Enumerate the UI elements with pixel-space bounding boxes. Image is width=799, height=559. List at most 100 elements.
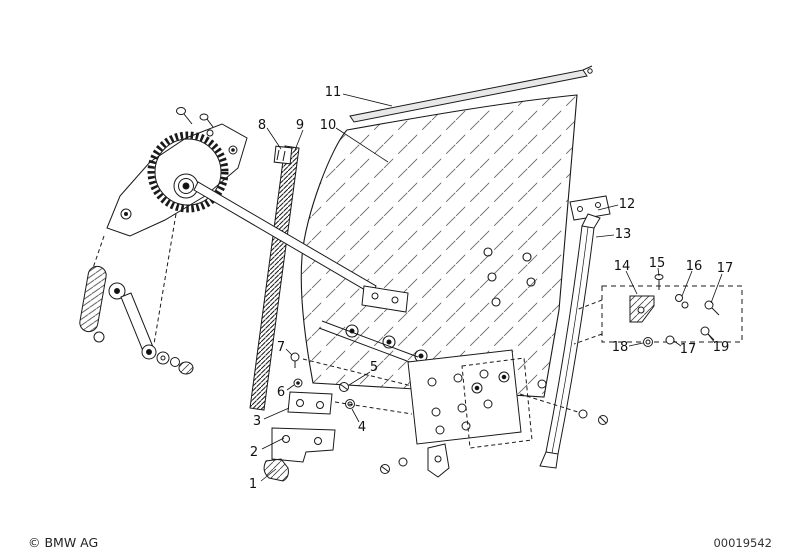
handle-end [93, 331, 105, 343]
leader-line [595, 234, 615, 238]
left-guide-rail [249, 145, 300, 411]
screw [176, 107, 193, 125]
leader-line [628, 342, 644, 347]
callout-13: 13 [595, 227, 631, 242]
washer [382, 335, 396, 349]
screw-head [176, 107, 186, 115]
crank-arm [120, 292, 154, 352]
plate-hole [228, 145, 238, 155]
washer [156, 351, 170, 365]
washer-center [501, 374, 507, 380]
regulator-base-plate [106, 123, 248, 237]
callout-9: 9 [294, 118, 304, 151]
glass-bracket [361, 285, 409, 313]
assembly-guide-line [573, 333, 603, 345]
gear-teeth [147, 131, 229, 213]
rail-groove [551, 226, 589, 454]
detail-box [601, 285, 743, 343]
screw-7 [290, 352, 300, 368]
callout-label: 8 [258, 118, 266, 133]
assembly-guide-line [575, 299, 603, 311]
handle-grip [79, 265, 107, 333]
callout-label: 2 [250, 445, 258, 460]
callout-label: 17 [680, 342, 697, 357]
plate-hole [427, 377, 437, 387]
bracket-hole [577, 206, 583, 212]
callouts: 8 9 10 11 12 13 14 15 [249, 85, 733, 492]
plate-body [407, 349, 522, 445]
bracket-3 [287, 391, 333, 415]
plate-hole [120, 208, 132, 220]
bracket-hole [316, 401, 324, 409]
nut-body [643, 337, 653, 347]
washer-17 [665, 335, 675, 345]
washer-16 [675, 294, 683, 302]
callout-label: 17 [717, 261, 734, 276]
glass-channel-edge [321, 320, 419, 358]
screw-5 [339, 382, 349, 392]
washer [578, 409, 588, 419]
callout-label: 19 [713, 340, 730, 355]
plate-hole [453, 373, 463, 383]
leader-line [710, 273, 723, 304]
screw [199, 113, 214, 128]
callout-17-mid: 17 [673, 340, 697, 357]
glass-pane [300, 94, 578, 398]
bracket-hole [391, 296, 399, 304]
crank-handle-parts [79, 213, 194, 375]
rail-inner-edge [557, 227, 595, 455]
mounting-plate [407, 349, 533, 449]
leader-line [294, 129, 304, 151]
small-fasteners [290, 352, 413, 415]
lower-brackets [263, 391, 336, 482]
assembly-guide-line [302, 358, 413, 387]
callout-label: 18 [612, 340, 629, 355]
leader-line [351, 408, 360, 423]
crank-hub-center [146, 349, 152, 355]
bracket-hole [434, 455, 442, 463]
callout-12: 12 [597, 197, 635, 212]
plate-hole [435, 425, 445, 435]
callout-8: 8 [258, 118, 282, 150]
callout-3: 3 [253, 407, 290, 429]
gear-hub [182, 182, 190, 190]
plate-hole [431, 407, 441, 417]
leader-line [266, 127, 282, 150]
glass-hole [491, 297, 501, 307]
rail-outer-edge [545, 225, 583, 453]
plate-hole-center [231, 148, 235, 152]
bolt-19 [700, 326, 715, 341]
bracket-hole [314, 437, 322, 445]
washer-center [160, 355, 166, 361]
screw-slot [339, 383, 349, 391]
clip-1 [263, 458, 289, 482]
callout-label: 4 [358, 420, 366, 435]
callout-5: 5 [348, 360, 378, 386]
trim-strip-end [582, 65, 593, 71]
cover-cap [178, 361, 194, 375]
callout-14: 14 [614, 259, 638, 295]
spring-coil-inner [178, 178, 194, 194]
rail-hook [581, 213, 601, 229]
glass-hole [526, 277, 536, 287]
washer-16 [681, 301, 689, 309]
callout-label: 1 [249, 477, 257, 492]
callout-7: 7 [277, 340, 293, 356]
callout-label: 14 [614, 259, 631, 274]
clamp-parts-group [573, 274, 743, 347]
window-regulator [106, 107, 419, 365]
screw-head [537, 379, 547, 389]
callout-label: 3 [253, 414, 261, 429]
nut-hole [347, 401, 353, 407]
clip-body [273, 145, 293, 165]
trim-strip-body [349, 69, 588, 123]
right-guide-rail [519, 195, 611, 469]
assembly-guide-line [153, 213, 177, 345]
crank-knob-center [114, 288, 120, 294]
plate-hole [461, 421, 471, 431]
washer-6 [293, 378, 303, 388]
trim-strip-cap [587, 68, 593, 74]
leader-line [681, 270, 693, 297]
screw [598, 415, 608, 425]
